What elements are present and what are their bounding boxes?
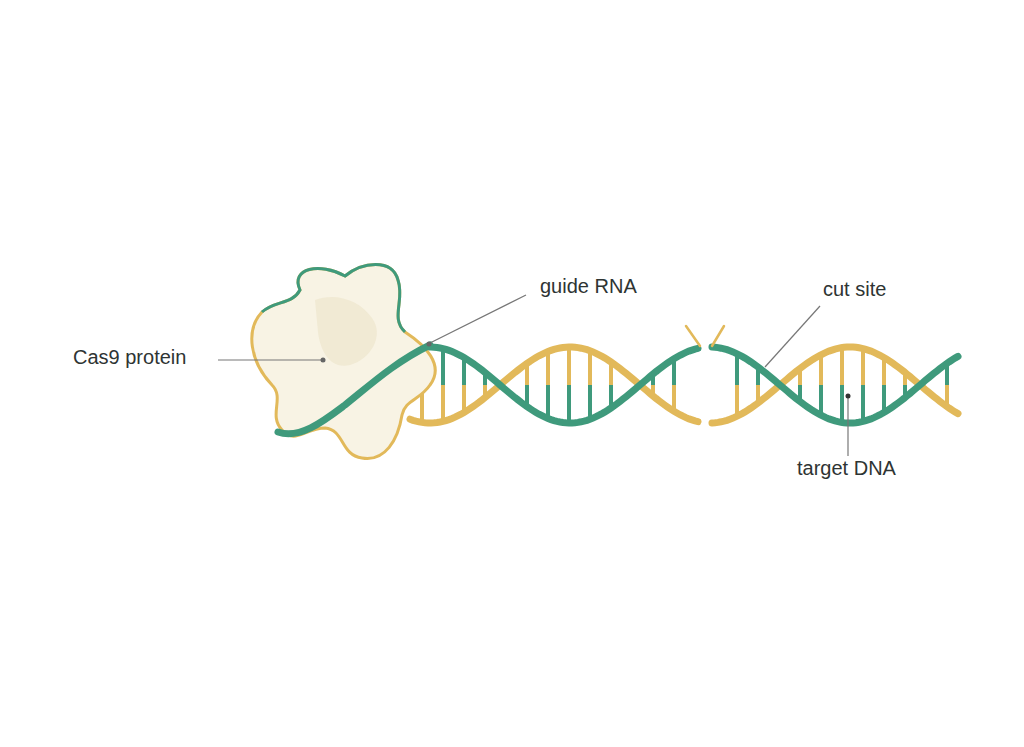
base-pair <box>546 352 550 385</box>
base-pair <box>588 351 592 385</box>
leader-dot <box>321 358 326 363</box>
base-pair <box>861 385 865 421</box>
base-pair <box>567 385 571 423</box>
base-pair <box>735 354 739 385</box>
leader-line <box>765 306 820 367</box>
base-pairs <box>422 347 947 423</box>
base-pair <box>840 348 844 385</box>
base-pair <box>441 349 445 385</box>
base-pair <box>567 347 571 385</box>
dna-strand <box>712 347 958 423</box>
cas9-protein-shape <box>252 265 435 459</box>
base-pair <box>840 385 844 422</box>
dna-strand <box>410 347 698 423</box>
base-pair <box>861 349 865 385</box>
leader-dot <box>846 394 851 399</box>
part-label: cut site <box>823 277 886 301</box>
leader-line <box>847 397 848 456</box>
part-label: guide RNA <box>540 274 637 298</box>
cas9-shading <box>315 297 377 366</box>
cut-mark <box>686 326 724 346</box>
leader-line <box>430 295 526 343</box>
guide-rna-strand <box>278 345 430 434</box>
base-pair <box>735 385 739 416</box>
part-label: target DNA <box>797 456 896 480</box>
base-pair <box>588 385 592 419</box>
dna-strands <box>410 347 958 423</box>
part-label: Cas9 protein <box>73 345 186 369</box>
leader-line <box>218 359 322 360</box>
base-pair <box>546 385 550 418</box>
dna-strand <box>712 347 958 423</box>
dna-strand <box>428 347 698 423</box>
base-pair <box>441 385 445 421</box>
leader-dot <box>427 342 432 347</box>
